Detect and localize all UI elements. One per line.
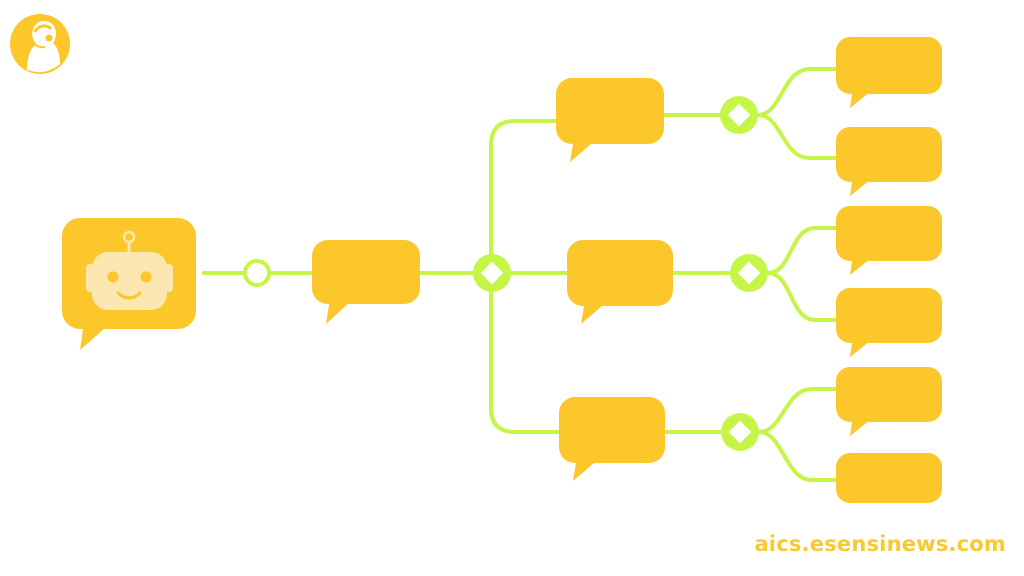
robot-chat-icon xyxy=(62,218,196,350)
connector-top-split-up xyxy=(756,67,838,117)
circle-node-icon xyxy=(243,259,271,287)
connector-tree-lower xyxy=(489,288,561,434)
logo-icon xyxy=(10,14,70,74)
connector-bottom-split-up xyxy=(757,387,838,434)
speech-bubble xyxy=(556,78,664,162)
robot-smile xyxy=(116,291,142,300)
speech-bubble xyxy=(836,453,942,503)
connector-lines xyxy=(202,67,838,482)
connector-mid-split-up xyxy=(766,226,838,275)
speech-bubble xyxy=(836,367,942,436)
diamond-node-icon xyxy=(721,413,759,451)
speech-bubble xyxy=(836,127,942,196)
speech-bubble xyxy=(836,288,942,357)
diamond-node-icon xyxy=(473,254,511,292)
speech-bubble xyxy=(559,397,665,481)
speech-bubble xyxy=(836,206,942,275)
connector-top-split-down xyxy=(756,113,838,160)
connector-mid-split-down xyxy=(766,271,838,322)
diamond-node-icon xyxy=(720,96,758,134)
robot-right-eye xyxy=(140,271,152,283)
speech-bubble xyxy=(836,37,942,108)
speech-bubble xyxy=(312,240,420,324)
speech-bubble xyxy=(567,240,673,324)
diamond-node-icon xyxy=(730,254,768,292)
watermark-text: aics.esensinews.com xyxy=(754,532,1006,556)
connector-bottom-split-down xyxy=(757,430,838,482)
connector-tree-main xyxy=(489,119,558,259)
robot-left-eye xyxy=(107,271,119,283)
